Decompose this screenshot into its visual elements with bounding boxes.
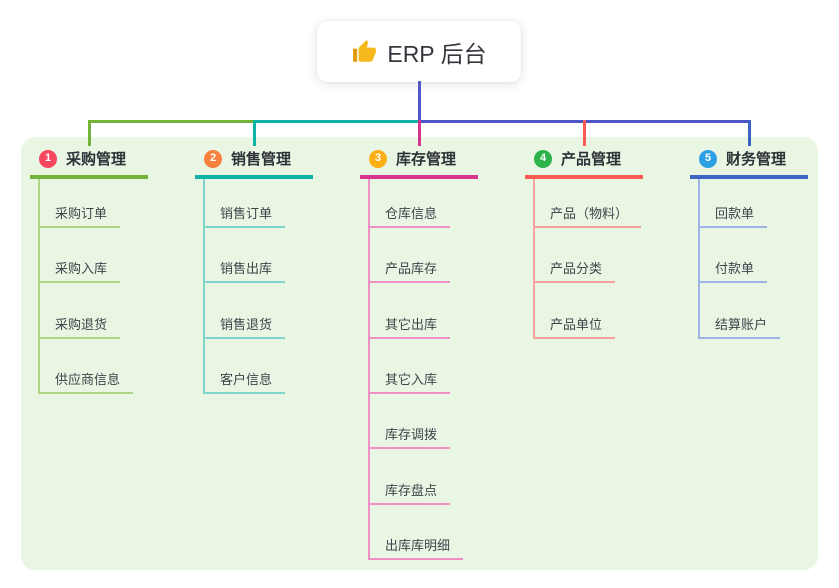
thumbs-up-icon <box>353 39 377 62</box>
child-node-客户信息[interactable]: 客户信息 <box>203 369 286 394</box>
child-node-库存调拨[interactable]: 库存调拨 <box>368 424 451 449</box>
child-node-采购退货[interactable]: 采购退货 <box>38 314 121 339</box>
mindmap-background-panel <box>21 137 818 570</box>
bus-segment-left <box>87 120 256 123</box>
branch-badge: 4 <box>534 149 552 168</box>
child-node-产品单位[interactable]: 产品单位 <box>533 314 616 339</box>
child-node-结算账户[interactable]: 结算账户 <box>698 314 781 339</box>
branch-2-children-line <box>203 179 205 394</box>
branch-header-销售管理[interactable]: 2 销售管理 <box>195 146 313 179</box>
branch-4-children-line <box>533 179 535 339</box>
root-node-label: ERP 后台 <box>387 40 487 67</box>
branch-title: 产品管理 <box>561 151 622 168</box>
child-node-销售订单[interactable]: 销售订单 <box>203 203 286 228</box>
child-node-采购入库[interactable]: 采购入库 <box>38 258 121 283</box>
child-node-仓库信息[interactable]: 仓库信息 <box>368 203 451 228</box>
branch-badge: 2 <box>204 149 222 168</box>
bus-segment-mid <box>252 120 421 123</box>
branch-5-drop-line <box>747 120 751 146</box>
child-node-销售出库[interactable]: 销售出库 <box>203 258 286 283</box>
child-node-回款单[interactable]: 回款单 <box>698 203 768 228</box>
branch-title: 库存管理 <box>396 151 457 168</box>
branch-3-drop-line <box>417 120 421 146</box>
child-node-销售退货[interactable]: 销售退货 <box>203 314 286 339</box>
branch-4-drop-line <box>582 120 586 146</box>
branch-badge: 5 <box>699 149 717 168</box>
child-node-付款单[interactable]: 付款单 <box>698 258 768 283</box>
branch-title: 财务管理 <box>726 151 787 168</box>
child-node-采购订单[interactable]: 采购订单 <box>38 203 121 228</box>
branch-2-drop-line <box>252 120 256 146</box>
child-node-库存盘点[interactable]: 库存盘点 <box>368 480 451 505</box>
branch-1-drop-line <box>87 120 91 146</box>
branch-header-采购管理[interactable]: 1 采购管理 <box>30 146 148 179</box>
branch-3-children-line <box>368 179 370 560</box>
branch-title: 销售管理 <box>231 151 292 168</box>
branch-header-库存管理[interactable]: 3 库存管理 <box>360 146 478 179</box>
branch-badge: 3 <box>369 149 387 168</box>
child-node-产品库存[interactable]: 产品库存 <box>368 258 451 283</box>
branch-5-children-line <box>698 179 700 339</box>
branch-header-财务管理[interactable]: 5 财务管理 <box>690 146 808 179</box>
branch-header-产品管理[interactable]: 4 产品管理 <box>525 146 643 179</box>
child-node-产品分类[interactable]: 产品分类 <box>533 258 616 283</box>
child-node-产品（物料）[interactable]: 产品（物料） <box>533 203 642 228</box>
child-node-出库库明细[interactable]: 出库库明细 <box>368 535 464 560</box>
branch-1-children-line <box>38 179 40 394</box>
child-node-供应商信息[interactable]: 供应商信息 <box>38 369 134 394</box>
root-connector-line <box>417 81 421 121</box>
child-node-其它出库[interactable]: 其它出库 <box>368 314 451 339</box>
branch-title: 采购管理 <box>66 151 127 168</box>
child-node-其它入库[interactable]: 其它入库 <box>368 369 451 394</box>
branch-badge: 1 <box>39 149 57 168</box>
root-node[interactable]: ERP 后台 <box>317 21 521 82</box>
